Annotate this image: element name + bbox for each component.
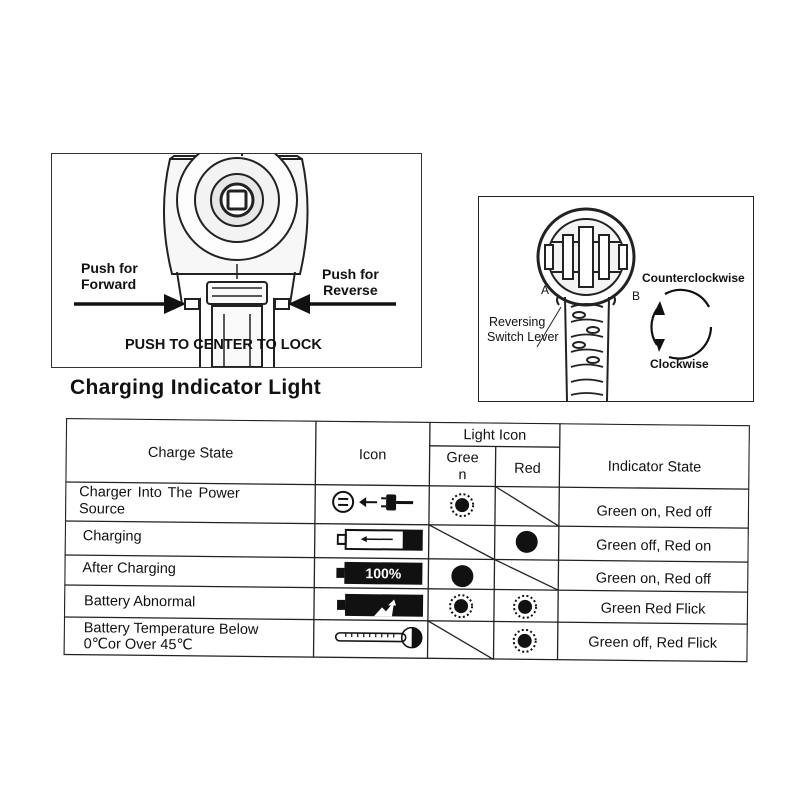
table-row-indicator: Green Red Flick [600, 600, 706, 618]
push-reverse-label: Push for Reverse [322, 266, 379, 298]
counterclockwise-label: Counterclockwise [642, 271, 745, 285]
battery-charging-icon [336, 528, 423, 551]
charging-indicator-table: Charge State Icon Light Icon Gree n Red … [63, 418, 750, 675]
table-row-indicator: Green on, Red off [595, 570, 711, 588]
rotation-figure: A B Counterclockwise Clockwise Reversing… [478, 196, 754, 402]
reversing-switch-lever-label: Reversing Switch Lever [487, 315, 559, 344]
table-row-state: Charging [82, 528, 142, 545]
table-row-state: Battery Temperature Below 0℃or Over 45℃ [83, 620, 259, 654]
drill-top-illustration [536, 207, 713, 401]
table-grid [63, 418, 750, 663]
forward-reverse-figure: Push for Forward Push for Reverse PUSH T… [51, 153, 422, 368]
clockwise-label: Clockwise [650, 357, 709, 371]
push-center-lock-label: PUSH TO CENTER TO LOCK [125, 337, 322, 353]
table-row-indicator: Green on, Red off [596, 503, 712, 521]
header-red: Red [514, 460, 541, 477]
red-flashing-light-icon [512, 628, 537, 653]
plug-into-outlet-icon [332, 490, 414, 513]
table-row-indicator: Green off, Red on [596, 537, 712, 555]
drill-front-illustration [74, 154, 396, 367]
green-solid-light-icon [451, 565, 474, 588]
header-green: Gree n [446, 449, 479, 484]
table-row-state: Battery Abnormal [83, 593, 196, 611]
table-row-indicator: Green off, Red Flick [588, 634, 718, 652]
push-forward-label: Push for Forward [81, 260, 138, 292]
battery-full-icon: 100% [336, 561, 424, 585]
point-a-label: A [541, 283, 550, 297]
table-row-state: After Charging [82, 560, 177, 578]
point-b-label: B [632, 289, 641, 303]
red-flashing-light-icon [513, 594, 538, 619]
header-indicator-state: Indicator State [607, 458, 702, 476]
section-title: Charging Indicator Light [70, 376, 322, 399]
header-charge-state: Charge State [147, 444, 234, 462]
header-light-icon: Light Icon [463, 427, 527, 444]
green-flashing-light-icon [449, 594, 474, 619]
battery-abnormal-icon [337, 593, 424, 617]
table-row-state: Charger Into The Power Source [78, 484, 240, 518]
red-solid-light-icon [515, 530, 538, 553]
header-icon: Icon [358, 447, 387, 464]
green-flashing-light-icon [450, 493, 475, 518]
thermometer-icon [334, 626, 423, 649]
battery-percent-label: 100% [344, 561, 423, 585]
